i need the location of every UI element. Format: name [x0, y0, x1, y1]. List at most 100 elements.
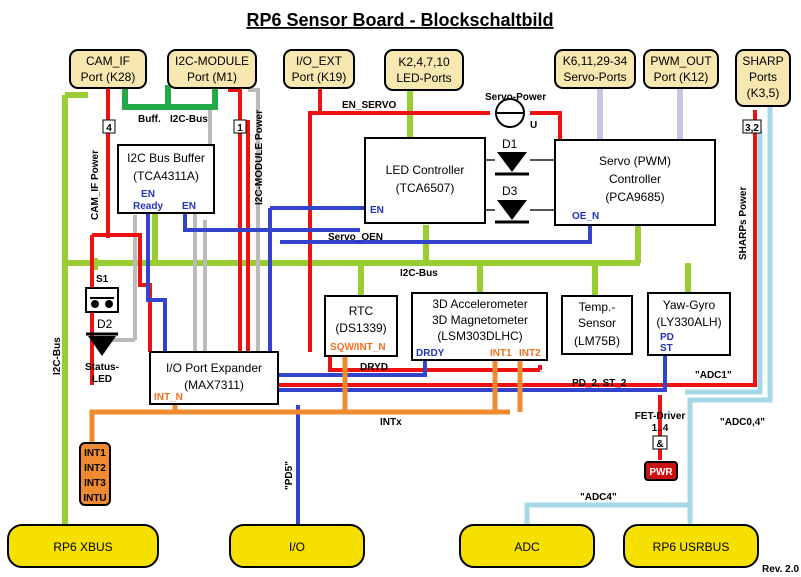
block-led-controller: LED Controller (TCA6507) EN — [364, 137, 486, 224]
svg-text:D3: D3 — [502, 184, 518, 198]
svg-text:INT1: INT1 — [84, 448, 106, 459]
label-i2c-module-power: I2C-MODULE Power — [254, 110, 265, 205]
lightblue-wires — [524, 105, 773, 525]
svg-text:PD: PD — [660, 332, 674, 343]
svg-text:EN: EN — [370, 205, 384, 216]
port-servo: K6,11,29-34 Servo-Ports — [554, 49, 636, 89]
svg-text:INTU: INTU — [83, 493, 106, 504]
svg-text:EN: EN — [141, 189, 155, 200]
svg-text:Port (K19): Port (K19) — [292, 70, 347, 84]
port-io-ext: I/O_EXT Port (K19) — [283, 49, 355, 89]
label-i2c-bus-mid: I2C-Bus — [400, 268, 438, 279]
svg-text:(DS1339): (DS1339) — [335, 321, 386, 335]
label-dryd: DRYD — [360, 362, 388, 373]
port-sharp: SHARP Ports (K3,5) — [735, 49, 791, 107]
label-adc1: "ADC1" — [695, 370, 732, 381]
switch-s1: S1 — [85, 274, 119, 313]
svg-text:LED: LED — [92, 374, 112, 385]
block-temp-sensor: Temp.- Sensor (LM75B) — [561, 295, 633, 355]
block-accelerometer: 3D Accelerometer 3D Magnetometer (LSM303… — [411, 292, 548, 361]
label-buff: Buff. — [138, 114, 161, 125]
svg-text:PWM_OUT: PWM_OUT — [650, 54, 712, 68]
svg-text:Ready: Ready — [133, 201, 163, 212]
svg-text:4: 4 — [106, 123, 112, 134]
svg-text:Yaw-Gyro: Yaw-Gyro — [663, 298, 716, 312]
svg-text:ADC: ADC — [514, 540, 540, 554]
block-servo-controller: Servo (PWM) Controller (PCA9685) OE_N — [554, 139, 716, 226]
svg-text:3D Magnetometer: 3D Magnetometer — [432, 313, 528, 327]
diode-wires — [485, 159, 555, 211]
port-i2c-module: I2C-MODULE Port (M1) — [167, 49, 257, 89]
diagram-title: RP6 Sensor Board - Blockschaltbild — [246, 10, 553, 30]
label-servo-power: Servo-Power — [485, 92, 546, 103]
svg-text:FET-Driver: FET-Driver — [635, 411, 686, 422]
block-yaw-gyro: Yaw-Gyro (LY330ALH) PD ST — [647, 292, 731, 356]
svg-text:(PCA9685): (PCA9685) — [605, 190, 664, 204]
label-pd2-st2: PD_2, ST_2 — [572, 378, 627, 389]
diode-d1: D1 — [495, 137, 529, 176]
svg-text:CAM_IF: CAM_IF — [86, 54, 130, 68]
svg-text:Servo (PWM): Servo (PWM) — [599, 154, 671, 168]
svg-text:S1: S1 — [96, 274, 109, 285]
svg-text:3D Accelerometer: 3D Accelerometer — [432, 297, 527, 311]
svg-text:INT2: INT2 — [84, 463, 106, 474]
svg-text:INT_N: INT_N — [154, 392, 183, 403]
label-cam-if-power: CAM_IF Power — [90, 150, 101, 220]
svg-text:&: & — [656, 439, 663, 450]
label-en-servo: EN_SERVO — [342, 100, 397, 111]
svg-text:3,2: 3,2 — [745, 123, 759, 134]
svg-text:SHARP: SHARP — [742, 54, 783, 68]
num-32-box — [742, 119, 762, 134]
svg-text:I/O_EXT: I/O_EXT — [296, 54, 343, 68]
svg-text:INT1: INT1 — [490, 348, 512, 359]
i2c-module-green — [122, 85, 218, 110]
num-4-box — [102, 119, 116, 134]
label-i2c-bus-left: I2C-Bus — [52, 337, 63, 375]
svg-text:RTC: RTC — [349, 304, 374, 318]
svg-text:Ports: Ports — [749, 70, 777, 84]
block-io-expander: I/O Port Expander (MAX7311) INT_N — [149, 351, 279, 405]
svg-text:Servo-Ports: Servo-Ports — [563, 70, 626, 84]
svg-text:(LM75B): (LM75B) — [574, 334, 620, 348]
blue-wires — [146, 206, 667, 525]
gray-wires — [100, 85, 260, 352]
label-adc4: "ADC4" — [580, 492, 617, 503]
svg-text:I/O Port Expander: I/O Port Expander — [166, 361, 262, 375]
revision-label: Rev. 2.0 — [762, 564, 799, 575]
led-d2: D2 Status- LED — [85, 317, 119, 385]
svg-text:DRDY: DRDY — [416, 348, 445, 359]
bus-rp6-xbus: RP6 XBUS — [7, 524, 159, 568]
i2c-bus-wires — [62, 84, 691, 525]
svg-text:K6,11,29-34: K6,11,29-34 — [563, 54, 628, 68]
svg-text:Port (K12): Port (K12) — [654, 70, 709, 84]
port-led: K2,4,7,10 LED-Ports — [384, 49, 464, 91]
block-i2c-buffer: I2C Bus Buffer (TCA4311A) EN Ready EN — [117, 144, 215, 214]
svg-text:Sensor: Sensor — [578, 316, 616, 330]
label-adc04: "ADC0,4" — [720, 417, 765, 428]
svg-text:ST: ST — [660, 343, 673, 354]
block-rtc: RTC (DS1339) SQW/INT_N — [324, 295, 398, 357]
fet-driver: FET-Driver 1..4 & PWR — [635, 411, 686, 481]
svg-text:1..4: 1..4 — [652, 423, 669, 434]
svg-text:INT3: INT3 — [84, 478, 106, 489]
svg-text:D1: D1 — [502, 137, 518, 151]
svg-text:I/O: I/O — [289, 540, 305, 554]
svg-text:EN: EN — [182, 201, 196, 212]
bus-io: I/O — [229, 524, 365, 568]
svg-text:(LSM303DLHC): (LSM303DLHC) — [437, 329, 522, 343]
svg-text:D2: D2 — [97, 317, 113, 331]
svg-text:OE_N: OE_N — [572, 211, 599, 222]
svg-text:I2C-MODULE: I2C-MODULE — [175, 54, 249, 68]
bus-rp6-usrbus: RP6 USRBUS — [623, 524, 759, 568]
svg-text:1: 1 — [237, 123, 243, 134]
label-pd5: "PD5" — [284, 461, 295, 490]
svg-text:(LY330ALH): (LY330ALH) — [656, 315, 721, 329]
label-servo-oen: Servo_OEN — [328, 232, 383, 243]
svg-text:RP6 XBUS: RP6 XBUS — [53, 540, 112, 554]
svg-text:Temp.-: Temp.- — [579, 300, 616, 314]
port-cam-if: CAM_IF Port (K28) — [69, 49, 147, 89]
label-i2c-bus-top: I2C-Bus — [170, 114, 208, 125]
int-stack: INT1 INT2 INT3 INTU — [79, 442, 111, 506]
svg-text:(TCA6507): (TCA6507) — [396, 181, 455, 195]
